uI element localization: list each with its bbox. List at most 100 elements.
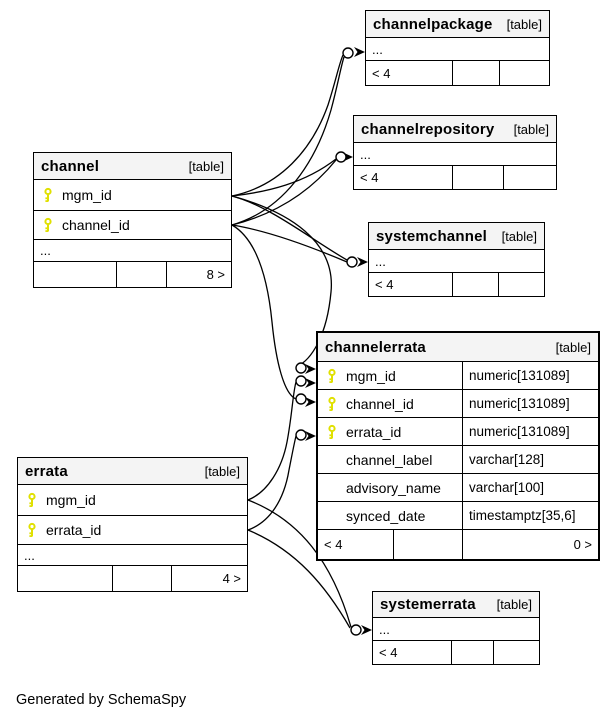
degree-cell bbox=[453, 61, 500, 85]
rel-channel-chanid-channelerrata bbox=[231, 224, 297, 400]
primary-key-icon bbox=[42, 187, 54, 203]
connector-dot-icon bbox=[342, 47, 354, 59]
column-row-errata-id[interactable]: errata_id bbox=[18, 516, 247, 545]
rel-errata-errid-systemerrata bbox=[247, 529, 351, 629]
degree-footer: < 4 bbox=[373, 641, 539, 664]
rel-channel-mgm-channelerrata bbox=[231, 195, 332, 368]
table-systemerrata-header[interactable]: systemerrata [table] bbox=[373, 592, 539, 618]
relationship-curves bbox=[231, 54, 352, 629]
table-channelerrata[interactable]: channelerrata [table] mgm_id numeric[131… bbox=[316, 331, 600, 561]
table-title: channel bbox=[41, 157, 100, 175]
connector-dot-icon bbox=[350, 624, 362, 636]
degree-cell: < 4 bbox=[318, 530, 394, 559]
connector-dot-icon bbox=[295, 362, 307, 374]
degree-cell bbox=[34, 262, 117, 287]
ellipsis-label: ... bbox=[40, 243, 51, 258]
connector-dot-icon bbox=[346, 256, 358, 268]
column-row-advisory-name[interactable]: advisory_name varchar[100] bbox=[318, 474, 598, 502]
rel-errata-mgm-systemerrata bbox=[247, 499, 352, 628]
degree-cell: < 4 bbox=[366, 61, 453, 85]
table-title: systemchannel bbox=[376, 227, 487, 245]
connector-dot-icon bbox=[295, 393, 307, 405]
table-kind-label: [table] bbox=[513, 121, 549, 137]
columns-collapsed-row[interactable]: ... bbox=[373, 618, 539, 641]
column-row-mgm-id[interactable]: mgm_id numeric[131089] bbox=[318, 362, 598, 390]
column-name: errata_id bbox=[318, 418, 463, 445]
column-name: channel_label bbox=[318, 446, 463, 473]
degree-cell bbox=[18, 566, 113, 591]
arrow-icon bbox=[354, 47, 365, 57]
arrow-icon bbox=[357, 257, 368, 267]
degree-footer: 8 > bbox=[34, 262, 231, 287]
table-title: channelerrata bbox=[325, 338, 426, 356]
table-channel-header[interactable]: channel [table] bbox=[34, 153, 231, 180]
column-name: mgm_id bbox=[318, 362, 463, 389]
table-kind-label: [table] bbox=[188, 158, 224, 174]
table-title: channelrepository bbox=[361, 120, 495, 138]
degree-footer: < 4 bbox=[354, 166, 556, 189]
table-channelpackage[interactable]: channelpackage [table] ... < 4 bbox=[365, 10, 550, 86]
degree-cell bbox=[500, 61, 549, 85]
degree-footer: < 4 0 > bbox=[318, 530, 598, 559]
column-name: synced_date bbox=[318, 502, 463, 529]
columns-collapsed-row[interactable]: ... bbox=[354, 143, 556, 166]
column-row-channel-label[interactable]: channel_label varchar[128] bbox=[318, 446, 598, 474]
degree-footer: < 4 bbox=[369, 273, 544, 296]
table-errata[interactable]: errata [table] mgm_id errata_id ... 4 > bbox=[17, 457, 248, 592]
ellipsis-label: ... bbox=[375, 253, 386, 269]
degree-footer: < 4 bbox=[366, 61, 549, 85]
degree-cell bbox=[394, 530, 463, 559]
table-channel[interactable]: channel [table] mgm_id channel_id ... 8 … bbox=[33, 152, 232, 288]
column-type: numeric[131089] bbox=[469, 424, 570, 439]
connector-dot-icon bbox=[335, 151, 347, 163]
column-type: numeric[131089] bbox=[469, 368, 570, 383]
column-type: numeric[131089] bbox=[469, 396, 570, 411]
column-name: mgm_id bbox=[62, 187, 112, 203]
rel-errata-errid-channelerrata bbox=[247, 435, 297, 531]
column-type: timestamptz[35,6] bbox=[469, 508, 576, 523]
column-row-channel-id[interactable]: channel_id numeric[131089] bbox=[318, 390, 598, 418]
primary-key-icon bbox=[26, 492, 38, 508]
degree-cell bbox=[117, 262, 167, 287]
columns-collapsed-row[interactable]: ... bbox=[18, 545, 247, 566]
table-title: channelpackage bbox=[373, 15, 493, 33]
rel-errata-mgm-channelerrata bbox=[247, 381, 297, 501]
column-row-synced-date[interactable]: synced_date timestamptz[35,6] bbox=[318, 502, 598, 530]
table-channelpackage-header[interactable]: channelpackage [table] bbox=[366, 11, 549, 38]
table-title: systemerrata bbox=[380, 596, 476, 613]
rel-channel-mgm-channelpackage bbox=[231, 54, 344, 197]
column-name: channel_id bbox=[62, 217, 130, 233]
columns-collapsed-row[interactable]: ... bbox=[369, 250, 544, 273]
table-systemerrata[interactable]: systemerrata [table] ... < 4 bbox=[372, 591, 540, 665]
column-type: varchar[100] bbox=[469, 480, 545, 495]
table-channelrepository-header[interactable]: channelrepository [table] bbox=[354, 116, 556, 143]
degree-cell: < 4 bbox=[369, 273, 453, 296]
table-kind-label: [table] bbox=[501, 228, 537, 244]
degree-cell bbox=[113, 566, 172, 591]
table-channelrepository[interactable]: channelrepository [table] ... < 4 bbox=[353, 115, 557, 190]
primary-key-icon bbox=[42, 217, 54, 233]
column-type: varchar[128] bbox=[469, 452, 545, 467]
table-systemchannel[interactable]: systemchannel [table] ... < 4 bbox=[368, 222, 545, 297]
column-name: errata_id bbox=[46, 522, 102, 538]
columns-collapsed-row[interactable]: ... bbox=[366, 38, 549, 61]
table-channelerrata-header[interactable]: channelerrata [table] bbox=[318, 333, 598, 362]
table-errata-header[interactable]: errata [table] bbox=[18, 458, 247, 485]
column-row-errata-id[interactable]: errata_id numeric[131089] bbox=[318, 418, 598, 446]
arrow-icon bbox=[305, 364, 316, 374]
rel-channel-chanid-channelpackage bbox=[231, 56, 345, 226]
column-row-mgm-id[interactable]: mgm_id bbox=[34, 180, 231, 211]
primary-key-icon bbox=[326, 396, 338, 411]
table-systemchannel-header[interactable]: systemchannel [table] bbox=[369, 223, 544, 250]
column-row-channel-id[interactable]: channel_id bbox=[34, 211, 231, 240]
column-name: advisory_name bbox=[318, 474, 463, 501]
primary-key-icon bbox=[326, 368, 338, 383]
degree-cell: < 4 bbox=[373, 641, 452, 664]
columns-collapsed-row[interactable]: ... bbox=[34, 240, 231, 262]
arrow-icon bbox=[305, 431, 316, 441]
connector-dots bbox=[295, 47, 362, 636]
column-row-mgm-id[interactable]: mgm_id bbox=[18, 485, 247, 516]
column-name: mgm_id bbox=[46, 492, 96, 508]
